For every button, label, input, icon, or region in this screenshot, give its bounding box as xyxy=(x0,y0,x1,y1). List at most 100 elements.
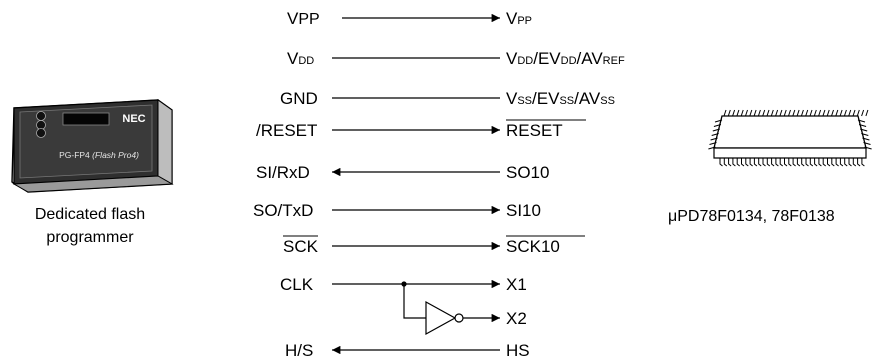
programmer-caption-line2: programmer xyxy=(46,229,134,246)
label-x1-right: X1 xyxy=(506,275,527,294)
chip-pin xyxy=(814,158,818,167)
chip-pin xyxy=(766,158,771,167)
chip-pin xyxy=(839,158,844,167)
chip-pin xyxy=(728,158,732,167)
device-caption: μPD78F0134, 78F0138 xyxy=(668,208,835,225)
chip-pin xyxy=(740,109,744,117)
chip-pin xyxy=(732,158,736,167)
programmer-display xyxy=(62,112,110,126)
label-x2-right: X2 xyxy=(506,309,527,328)
chip-pin xyxy=(848,158,852,167)
chip-pin xyxy=(771,158,775,167)
chip-pin xyxy=(809,158,814,167)
chip-pin xyxy=(858,124,867,127)
chip-pin xyxy=(835,158,839,167)
chip-pin xyxy=(713,124,722,127)
chip-pin xyxy=(770,109,774,117)
chip-pin xyxy=(741,158,745,167)
chip-pin xyxy=(852,158,857,167)
chip-pin xyxy=(749,158,753,167)
chip-pin xyxy=(762,109,766,117)
chip-pin xyxy=(719,158,723,167)
clk-branch-line xyxy=(403,284,426,319)
programmer-caption-line1: Dedicated flash xyxy=(34,206,146,223)
left-labels: VPP VDD GND /RESET SI/RxD SO/TxD SCK CLK… xyxy=(253,9,320,360)
chip-pin xyxy=(822,158,827,167)
chip-pin xyxy=(758,158,762,167)
chip-pin xyxy=(712,128,720,132)
label-vpp-right: VPP xyxy=(506,9,532,28)
chip-pin xyxy=(775,158,779,167)
chip-pin xyxy=(753,158,758,167)
chip-pin xyxy=(745,158,749,167)
chip-pin xyxy=(753,109,757,117)
label-vpp-left: VPP xyxy=(287,9,320,28)
chip-pin xyxy=(857,119,866,123)
flash-programmer-illustration: NEC PG-FP4 (Flash Pro4) xyxy=(11,99,174,193)
chip-pin xyxy=(844,158,848,167)
button-icon xyxy=(36,111,46,121)
label-hs-left: H/S xyxy=(285,341,313,360)
chip-pin xyxy=(835,109,839,117)
label-sirxd-left: SI/RxD xyxy=(256,163,310,182)
chip-pin xyxy=(745,109,748,117)
chip-pin xyxy=(861,158,865,167)
chip-pin xyxy=(856,109,860,117)
label-gnd-left: GND xyxy=(280,89,318,108)
label-sck10-right: SCK10 xyxy=(506,237,560,256)
chip-pin xyxy=(796,158,801,167)
chip-pin xyxy=(788,158,792,167)
label-sck-left: SCK xyxy=(283,237,319,256)
chip-pin xyxy=(710,137,718,141)
chip-pin xyxy=(779,158,784,167)
chip-pin xyxy=(779,109,783,117)
chip-pin xyxy=(775,109,779,117)
label-so10-right: SO10 xyxy=(506,163,549,182)
label-hs-right: HS xyxy=(506,341,530,360)
chip-pin xyxy=(864,146,872,150)
chip-pin xyxy=(792,158,796,167)
chip-pin xyxy=(831,109,834,117)
label-sotxd-left: SO/TxD xyxy=(253,201,313,220)
chip-pin xyxy=(736,158,741,167)
chip-pin xyxy=(813,109,817,117)
chip-pin xyxy=(757,109,761,117)
label-si10-right: SI10 xyxy=(506,201,541,220)
button-icon xyxy=(36,128,46,138)
chip-pin xyxy=(865,109,869,117)
programmer-caption: Dedicated flash programmer xyxy=(0,203,180,249)
label-reset-left: /RESET xyxy=(256,121,317,140)
chip-pin xyxy=(805,158,809,167)
chip-pin xyxy=(788,109,791,117)
chip-pin xyxy=(766,109,770,117)
chip-pin xyxy=(723,109,727,117)
chip-pin xyxy=(749,109,753,117)
chip-pin xyxy=(827,158,831,167)
chip-pin xyxy=(796,109,800,117)
programmer-brand: NEC xyxy=(122,113,145,125)
chip-pin xyxy=(861,133,869,136)
chip-pin xyxy=(818,158,822,167)
chip-pin xyxy=(784,158,788,167)
chip-pin xyxy=(863,142,871,145)
chip-pin xyxy=(708,146,716,150)
chip-pin xyxy=(732,109,736,117)
chip-pin xyxy=(736,109,740,117)
label-vdd-right: VDD/EVDD/AVREF xyxy=(506,49,625,68)
chip-pin xyxy=(762,158,766,167)
chip-pin xyxy=(723,158,728,167)
label-clk-left: CLK xyxy=(280,275,314,294)
programmer-model: PG-FP4 (Flash Pro4) xyxy=(59,150,139,160)
chip-pin xyxy=(818,109,822,117)
chip-pin xyxy=(809,109,813,117)
chip-pin xyxy=(783,109,787,117)
chip-pin xyxy=(862,137,870,141)
chip-pin xyxy=(839,109,843,117)
chip-pin xyxy=(792,109,796,117)
chip-pin xyxy=(801,158,805,167)
label-reset-right: RESET xyxy=(506,121,563,140)
chip-pin xyxy=(852,109,856,117)
label-vdd-left: VDD xyxy=(287,49,314,68)
chip-pin xyxy=(848,109,852,117)
